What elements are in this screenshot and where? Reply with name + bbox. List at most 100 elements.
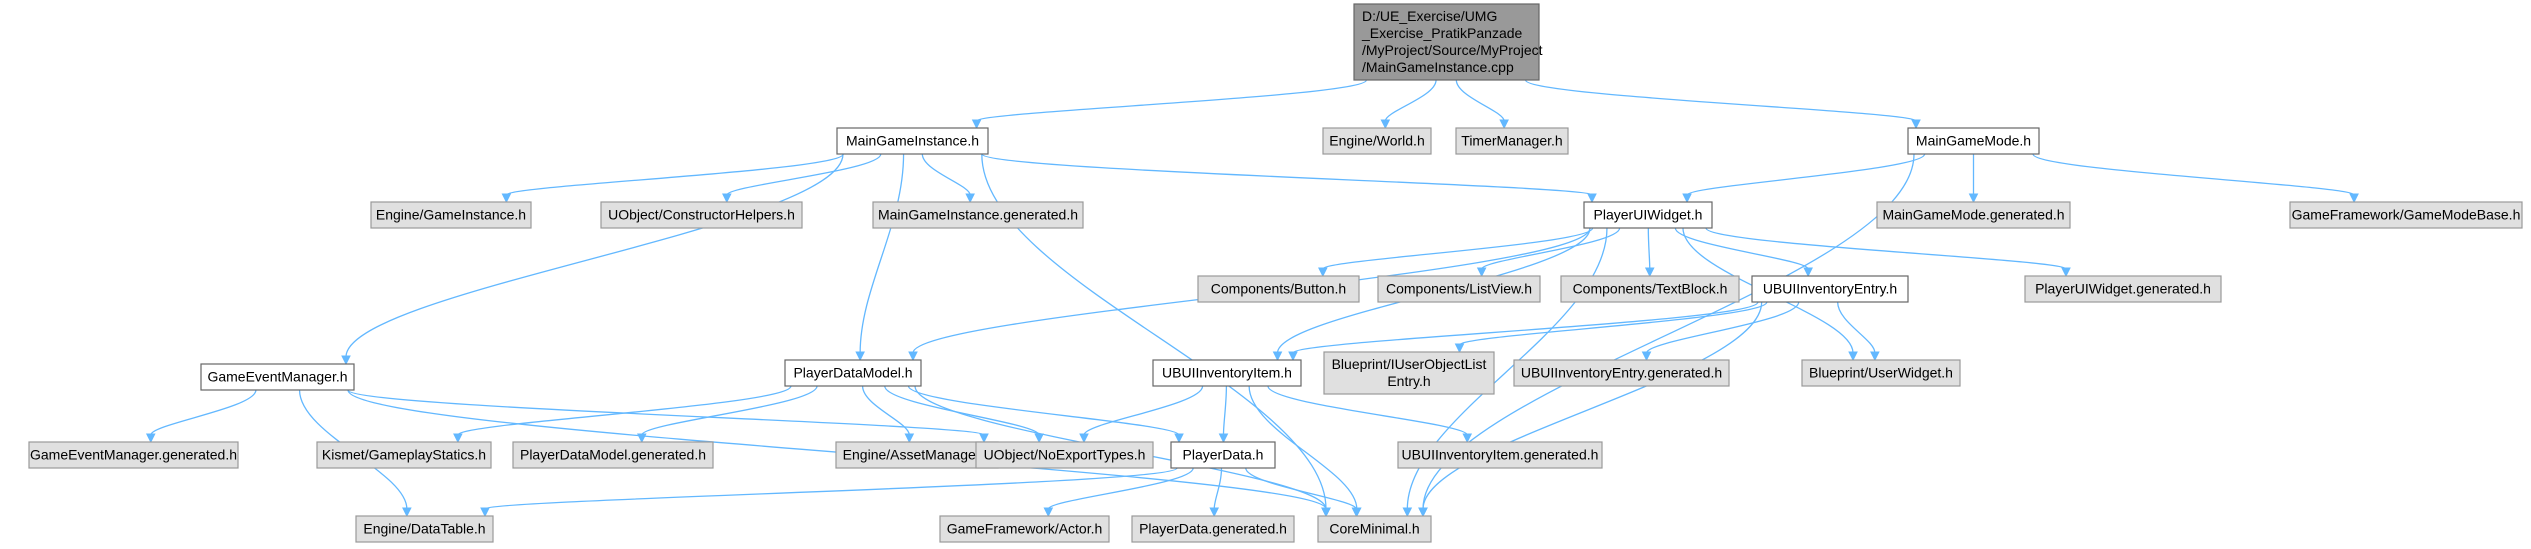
arrowhead-mgi_h-to-engine_gi_h [501,193,512,204]
node-button-h: Components/Button.h [1197,275,1360,303]
node-box [28,441,239,469]
node-kismet-h: Kismet/GameplayStatics.h [316,441,492,469]
node-label-line: D:/UE_Exercise/UMG [1362,8,1497,24]
node-datatable-h: Engine/DataTable.h [355,515,494,543]
node-userwidget-h: Blueprint/UserWidget.h [1801,359,1961,387]
arrowhead-mgi_h-to-puiw_h [1587,193,1597,204]
node-mgm-h[interactable]: MainGameMode.h [1907,127,2040,155]
node-assetmgr-h: Engine/AssetManager.h [835,441,999,469]
node-box [1152,359,1302,387]
node-box [370,201,532,229]
node-label-line: PlayerUIWidget.h [1594,207,1703,223]
node-pd-h[interactable]: PlayerData.h [1170,441,1276,469]
node-box [872,201,1084,229]
node-label-line: PlayerDataModel.h [793,365,912,381]
node-label-line: UBUIInventoryEntry.h [1763,281,1897,297]
node-gem-h[interactable]: GameEventManager.h [200,363,355,391]
arrowhead-root-to-world_h [1380,119,1391,130]
node-box [512,441,714,469]
edge-gem_h-to-gem_gen_h [150,389,257,436]
node-box [975,441,1154,469]
node-listview-h: Components/ListView.h [1377,275,1541,303]
node-mgi-gen-h: MainGameInstance.generated.h [872,201,1084,229]
node-gem-gen-h: GameEventManager.generated.h [28,441,239,469]
nodes-layer: D:/UE_Exercise/UMG_Exercise_PratikPanzad… [28,3,2523,543]
arrowhead-entry_h-to-userwidget_h [1870,351,1880,362]
arrowhead-pdm_h-to-pd_h [1174,433,1184,444]
edge-item_h-to-item_gen_h [1267,385,1468,436]
node-puiw-h[interactable]: PlayerUIWidget.h [1583,201,1713,229]
edge-entry_h-to-iuol_h [1458,301,1768,346]
node-box [1583,201,1713,229]
arrowhead-gem_h-to-gem_gen_h [145,433,156,444]
arrowhead-pdm_h-to-kismet_h [453,433,463,444]
edge-pdm_h-to-noexport_h [884,385,1040,436]
arrowhead-root-to-mgm_h [1911,119,1921,130]
arrowhead-puiw_h-to-coreminimal_h [1402,507,1413,518]
node-box [1322,127,1432,155]
node-label-line: Components/TextBlock.h [1573,281,1728,297]
arrowhead-mgi_h-to-gem_h [341,355,351,366]
edge-puiw_h-to-puiw_gen_h [1705,227,2067,270]
arrowhead-entry_h-to-coreminimal_h [1418,507,1428,518]
node-item-h[interactable]: UBUIInventoryItem.h [1152,359,1302,387]
edge-gem_h-to-noexport_h [347,389,985,436]
node-box [1197,275,1360,303]
node-box [835,441,999,469]
node-box [1560,275,1740,303]
edge-mgi_h-to-engine_gi_h [505,153,844,196]
node-box [1377,275,1541,303]
node-pdm-h[interactable]: PlayerDataModel.h [784,359,922,387]
node-ctor-h: UObject/ConstructorHelpers.h [600,201,803,229]
node-label-line: Engine/GameInstance.h [376,207,526,223]
arrowhead-pd_h-to-actor_h [1043,507,1054,518]
node-box [784,359,922,387]
arrowhead-puiw_h-to-userwidget_h [1848,351,1858,362]
edge-root-to-world_h [1384,79,1437,122]
node-box [1170,441,1276,469]
arrowhead-pdm_h-to-coreminimal_h [1321,507,1331,518]
node-world-h: Engine/World.h [1322,127,1432,155]
node-label-line: Engine/World.h [1329,133,1424,149]
node-label-line: GameEventManager.generated.h [30,447,237,463]
node-mgi-h[interactable]: MainGameInstance.h [836,127,989,155]
node-entry-h[interactable]: UBUIInventoryEntry.h [1751,275,1909,303]
edge-pdm_h-to-pd_h [907,385,1180,436]
node-box [1323,351,1495,395]
node-label-line: MainGameMode.h [1916,133,2031,149]
edge-item_h-to-pd_h [1222,385,1228,436]
node-textblock-h: Components/TextBlock.h [1560,275,1740,303]
node-box [2024,275,2222,303]
node-label-line: /MainGameInstance.cpp [1362,59,1514,75]
node-label-line: MainGameInstance.h [846,133,979,149]
node-noexport-h: UObject/NoExportTypes.h [975,441,1154,469]
edge-mgi_h-to-ctor_h [726,153,882,196]
node-box [316,441,492,469]
node-label-line: UObject/ConstructorHelpers.h [608,207,795,223]
node-box [600,201,803,229]
node-entry-gen-h: UBUIInventoryEntry.generated.h [1513,359,1730,387]
arrowhead-puiw_h-to-entry_h [1803,267,1813,278]
edge-pdm_h-to-kismet_h [457,385,792,436]
arrowhead-pd_h-to-coreminimal_h [1351,507,1362,518]
node-box [1876,201,2071,229]
node-pdm-gen-h: PlayerDataModel.generated.h [512,441,714,469]
node-label-line: Engine/AssetManager.h [843,447,992,463]
arrowhead-item_h-to-noexport_h [1079,433,1089,444]
arrowhead-gem_h-to-datatable_h [402,507,412,518]
arrowhead-root-to-timer_h [1499,119,1509,130]
node-root[interactable]: D:/UE_Exercise/UMG_Exercise_PratikPanzad… [1353,3,1543,81]
node-box [1751,275,1909,303]
node-mgm-gen-h: MainGameMode.generated.h [1876,201,2071,229]
node-coreminimal-h: CoreMinimal.h [1317,515,1432,543]
arrowhead-item_h-to-item_gen_h [1462,433,1473,444]
arrowhead-item_h-to-pd_h [1218,433,1229,444]
node-box [1317,515,1432,543]
arrowhead-puiw_h-to-listview_h [1476,267,1487,278]
edge-pdm_h-to-pdm_gen_h [641,385,818,436]
arrowhead-mgm_h-to-puiw_h [1682,193,1692,204]
node-label-line: GameFramework/GameModeBase.h [2292,207,2521,223]
arrowhead-mgi_h-to-mgi_gen_h [965,193,975,204]
